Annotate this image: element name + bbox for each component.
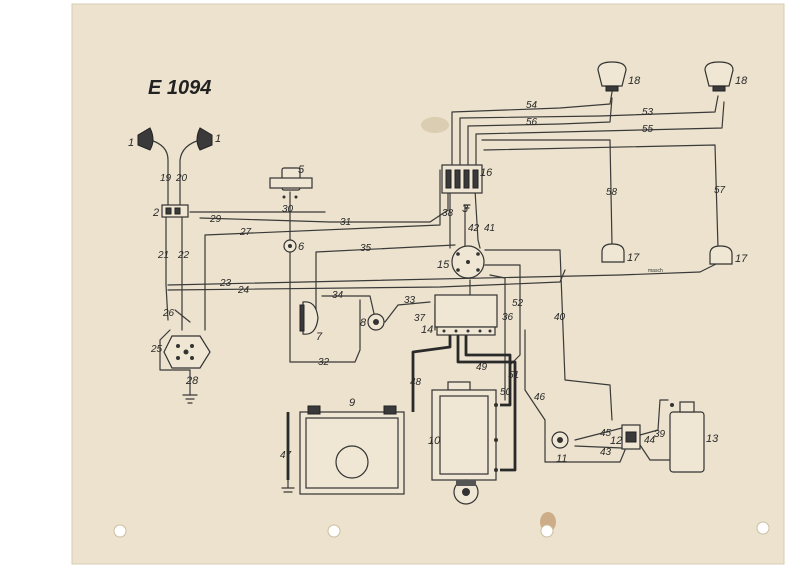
- headlight-right: [196, 127, 213, 151]
- wire-label: 54: [526, 100, 538, 111]
- label-headlight-right: 1: [215, 133, 221, 145]
- wire-label: 26: [162, 308, 175, 319]
- wire-label: 50: [500, 387, 512, 398]
- wire-label: 45: [600, 428, 612, 439]
- label-light-switch: 15: [437, 259, 450, 271]
- wire-label: 48: [410, 377, 422, 388]
- wire-label: 22: [177, 250, 190, 261]
- wire-label: 34: [332, 290, 344, 301]
- label-battery: 9: [349, 397, 355, 409]
- punch-hole: [756, 521, 770, 535]
- junction-block: [161, 204, 189, 218]
- wire-label: 20: [175, 173, 188, 184]
- horn: [299, 301, 319, 335]
- diagram-title: E 1094: [148, 77, 211, 99]
- wire-label: 52: [512, 298, 524, 309]
- label-generator: 10: [428, 435, 441, 447]
- label-ground-small: 3: [462, 203, 469, 215]
- wire-label: 19: [160, 173, 172, 184]
- ignition-coil: [669, 401, 705, 473]
- punch-hole: [540, 524, 554, 538]
- wire-label: 58: [606, 187, 618, 198]
- fuse-box: [441, 164, 483, 209]
- wire-labels: 19 20 21 22 23 24 25 26 27 29 30 31 32 3…: [150, 100, 726, 461]
- wire-label: 32: [318, 357, 330, 368]
- horn-relay: [269, 167, 313, 199]
- wire-label: 42: [468, 223, 480, 234]
- label-fuse-box: 16: [480, 167, 493, 179]
- punch-hole: [113, 524, 127, 538]
- wire-label: 23: [219, 278, 232, 289]
- label-regulator: 14: [421, 324, 433, 336]
- label-ground-note: masch: [648, 268, 663, 274]
- wire-label: 36: [502, 312, 514, 323]
- label-push-button: 8: [360, 317, 367, 329]
- wire-label: 57: [714, 185, 726, 196]
- wire-label: 51: [508, 370, 519, 381]
- push-button: [367, 313, 385, 331]
- rear-light-right: [709, 245, 733, 265]
- wire-label: 49: [476, 362, 488, 373]
- wire-label: 24: [237, 285, 250, 296]
- battery: [281, 405, 405, 495]
- paper-stain: [421, 117, 449, 133]
- label-indicator: 11: [556, 453, 567, 465]
- label-switch-small: 6: [298, 241, 305, 253]
- wire-label: 33: [404, 295, 416, 306]
- connector-block: [163, 335, 211, 404]
- wire-label: 40: [554, 312, 566, 323]
- wire-label: 43: [600, 447, 612, 458]
- label-ignition-switch: 12: [610, 435, 622, 447]
- label-ground: 28: [185, 375, 199, 387]
- wire-label: 56: [526, 117, 538, 128]
- punch-hole: [327, 524, 341, 538]
- label-horn: 7: [316, 331, 323, 343]
- light-switch: [451, 245, 485, 279]
- wire-label: 21: [157, 250, 169, 261]
- component-labels: 1 1 2 5 6 7 8 9 10 11 12 13 14 15 16 17 …: [128, 75, 748, 465]
- wire-label: 31: [340, 217, 351, 228]
- switch-small: [283, 239, 297, 253]
- wire-label: 47: [280, 450, 292, 461]
- label-junction-block: 2: [152, 207, 159, 219]
- wire-label: 35: [360, 243, 372, 254]
- rear-light-left: [601, 243, 625, 263]
- wire-label: 53: [642, 107, 654, 118]
- wire-label: 37: [414, 313, 426, 324]
- front-lamp-left: [597, 61, 627, 92]
- label-front-lamp-right: 18: [735, 75, 748, 87]
- wire-label: 29: [209, 214, 222, 225]
- wire-label: 39: [654, 429, 666, 440]
- wire-label: 55: [642, 124, 654, 135]
- regulator: [434, 294, 498, 336]
- wire-label: 38: [442, 208, 454, 219]
- indicator-lamp: [551, 431, 569, 449]
- label-rear-light-left: 17: [627, 252, 640, 264]
- label-front-lamp-left: 18: [628, 75, 641, 87]
- generator: [431, 381, 498, 505]
- label-horn-relay: 5: [298, 164, 305, 176]
- thick-wires: [286, 335, 517, 480]
- wire-label: 30: [282, 204, 294, 215]
- label-headlight-left: 1: [128, 137, 134, 149]
- wire-label: 25: [150, 344, 163, 355]
- wire-label: 27: [239, 227, 252, 238]
- label-rear-light-right: 17: [735, 253, 748, 265]
- label-ignition-coil: 13: [706, 433, 719, 445]
- front-lamp-right: [704, 61, 734, 92]
- ignition-switch: [621, 424, 641, 450]
- wire-label: 41: [484, 223, 495, 234]
- wire-label: 46: [534, 392, 546, 403]
- headlight-left: [137, 127, 154, 151]
- wire-label: 44: [644, 435, 656, 446]
